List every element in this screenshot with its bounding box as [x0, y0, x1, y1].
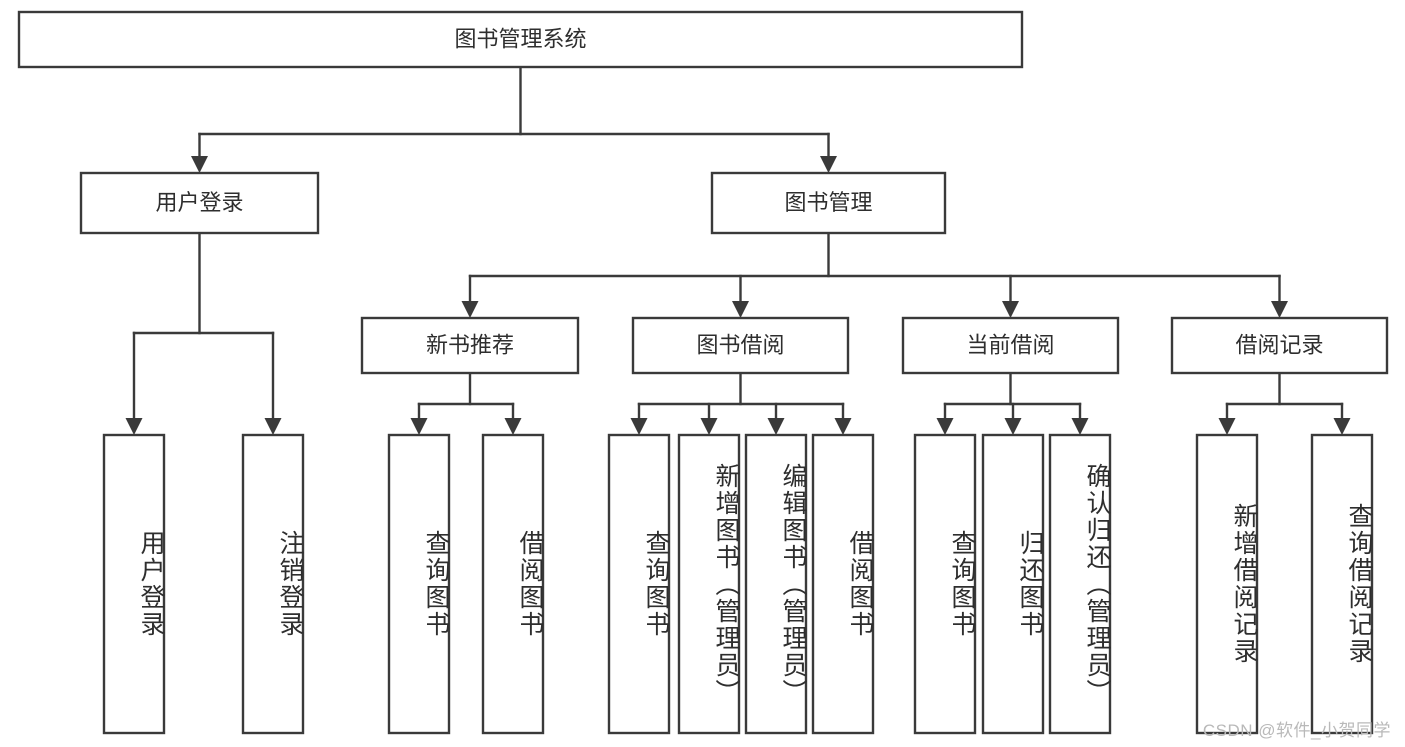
node-borrow-record[interactable]: [1170, 316, 1389, 375]
node-current-borrow-label: 当前借阅: [966, 332, 1054, 357]
csdn-watermark: CSDN @软件_小贺同学: [1202, 721, 1391, 740]
leaf-leaf-edit-book[interactable]: [744, 433, 808, 735]
node-title-system-label: 图书管理系统: [454, 26, 586, 51]
leaf-leaf-logout[interactable]: [241, 433, 305, 735]
node-new-book-recommend-label: 新书推荐: [426, 332, 514, 357]
leaf-leaf-query-record[interactable]: [1310, 433, 1374, 735]
leaf-leaf-add-record[interactable]: [1195, 433, 1259, 735]
node-book-manage-label: 图书管理: [784, 190, 872, 215]
node-current-borrow[interactable]: [901, 316, 1120, 375]
node-book-manage[interactable]: [710, 171, 947, 235]
leaf-leaf-query-book-2[interactable]: [607, 433, 671, 735]
leaf-leaf-return-book[interactable]: [981, 433, 1045, 735]
node-book-borrow-label: 图书借阅: [696, 332, 784, 357]
node-user-login-label: 用户登录: [155, 190, 243, 215]
leaf-leaf-query-book-3[interactable]: [913, 433, 977, 735]
node-boxes: [17, 10, 1389, 735]
node-title-system[interactable]: [17, 10, 1024, 69]
leaf-leaf-query-book-1[interactable]: [387, 433, 451, 735]
node-borrow-record-label: 借阅记录: [1235, 332, 1323, 357]
leaf-leaf-borrow-book-2[interactable]: [811, 433, 875, 735]
connector-lines: [125, 65, 1351, 435]
node-book-borrow[interactable]: [631, 316, 850, 375]
leaf-leaf-confirm-return[interactable]: [1048, 433, 1112, 735]
leaf-leaf-borrow-book-1[interactable]: [481, 433, 545, 735]
leaf-leaf-user-login[interactable]: [102, 433, 166, 735]
leaf-leaf-add-book[interactable]: [677, 433, 741, 735]
node-new-book-recommend[interactable]: [360, 316, 580, 375]
node-user-login[interactable]: [79, 171, 320, 235]
